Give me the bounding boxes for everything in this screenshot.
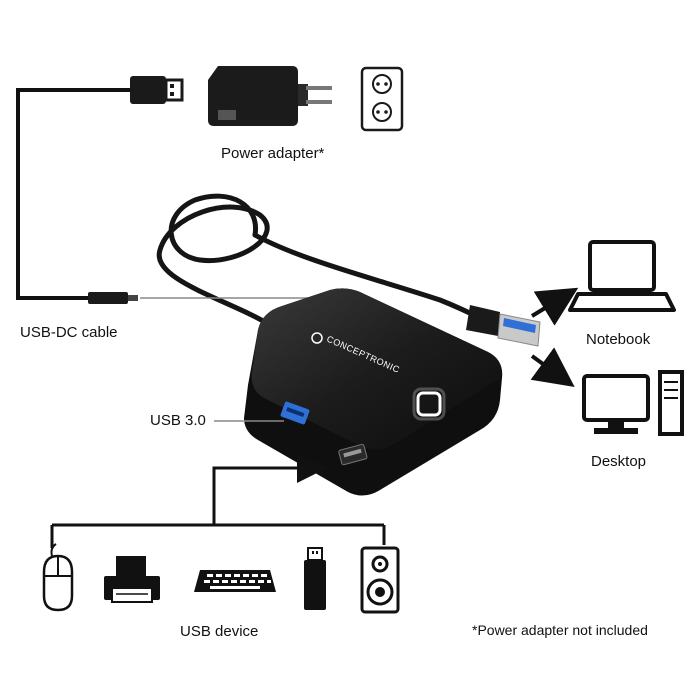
usb-dc-cable-line [16, 88, 130, 300]
hub-cable [156, 193, 483, 328]
footnote-label: *Power adapter not included [472, 622, 648, 638]
notebook-label: Notebook [586, 331, 651, 348]
usb-a-connector-icon [466, 305, 541, 347]
usb-dc-cable-label: USB-DC cable [20, 324, 118, 341]
wall-socket-icon [360, 66, 404, 132]
printer-icon [104, 556, 160, 603]
arrow-to-desktop [530, 347, 575, 388]
usb-device-tree [50, 453, 386, 548]
usb-30-port [280, 401, 310, 425]
arrow-to-notebook [530, 287, 579, 326]
desktop-label: Desktop [591, 453, 647, 470]
power-adapter-label: Power adapter* [221, 145, 325, 162]
usb-stick-icon [304, 547, 326, 610]
notebook-icon [568, 240, 676, 312]
usb-plug-icon [130, 76, 184, 104]
power-adapter-icon [208, 66, 332, 126]
usb-device-label: USB device [180, 623, 259, 640]
power-led-icon [412, 387, 446, 421]
usb-port [338, 443, 368, 466]
usb-hub-device: CONCEPTRONIC [244, 288, 503, 496]
keyboard-icon [194, 570, 276, 592]
brand-logo-icon [311, 332, 323, 344]
desktop-icon [582, 370, 684, 436]
usb-30-label: USB 3.0 [150, 412, 206, 429]
mouse-icon [42, 543, 74, 612]
dc-plug-icon [88, 292, 138, 304]
speaker-icon [360, 546, 400, 614]
